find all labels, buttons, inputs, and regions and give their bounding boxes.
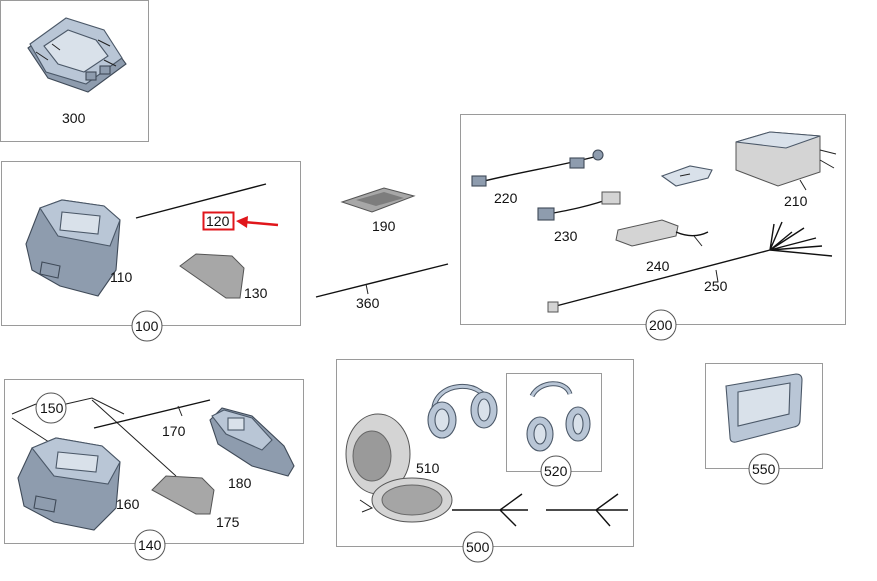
callout-lines-150: [11, 397, 177, 477]
leader-170: [177, 405, 183, 417]
label-175: 175: [216, 514, 240, 530]
highlight-box-120: [202, 211, 235, 231]
harness-250-illustration: [547, 221, 833, 313]
power-supply-240-illustration: [615, 219, 709, 247]
label-160: 160: [116, 496, 140, 512]
label-140: 140: [138, 537, 162, 553]
camera-160-illustration: [17, 437, 121, 531]
part-190[interactable]: 190: [340, 187, 416, 234]
cable-120: [135, 183, 267, 219]
camera-110-illustration: [25, 199, 121, 297]
case-illustration: [345, 413, 453, 523]
label-150: 150: [40, 400, 64, 416]
label-120: 120: [206, 213, 230, 229]
cable-170: [93, 399, 211, 429]
label-500: 500: [466, 539, 490, 555]
label-300: 300: [62, 110, 86, 126]
card-190-chip: [356, 192, 404, 206]
label-520: 520: [544, 463, 568, 479]
label-100: 100: [135, 318, 159, 334]
harness-500-illustration: [452, 493, 628, 527]
badge-550: [748, 453, 780, 485]
display-550-illustration: [725, 373, 803, 443]
label-230: 230: [554, 228, 578, 244]
red-arrow: [236, 216, 279, 228]
cable-360: [315, 263, 449, 298]
headphones-illustration: [427, 384, 498, 439]
group-200[interactable]: 210 220 230 240 250 200: [460, 114, 846, 341]
label-200: 200: [649, 317, 673, 333]
label-240: 240: [646, 258, 670, 274]
control-unit-illustration: [27, 17, 127, 93]
ear-cushions-illustration: [526, 381, 591, 452]
badge-500: [462, 531, 494, 563]
badge-520: [540, 455, 572, 487]
label-220: 220: [494, 190, 518, 206]
cable-230-illustration: [537, 191, 621, 221]
label-550: 550: [752, 461, 776, 477]
group-100[interactable]: 110 120 130 100: [1, 161, 301, 342]
badge-200: [645, 309, 677, 341]
group-300[interactable]: 300: [0, 0, 149, 142]
label-170: 170: [162, 423, 186, 439]
module-210-illustration: [735, 131, 837, 191]
badge-140: [134, 529, 166, 561]
label-180: 180: [228, 475, 252, 491]
cable-220-illustration: [471, 149, 604, 187]
group-550[interactable]: 550: [705, 363, 823, 485]
badge-150: [35, 392, 67, 424]
pad-130-illustration: [179, 253, 245, 299]
label-360: 360: [356, 295, 380, 311]
group-520[interactable]: 520: [506, 373, 602, 487]
label-210: 210: [784, 193, 808, 209]
label-250: 250: [704, 278, 728, 294]
part-360[interactable]: 360: [315, 263, 449, 311]
housing-180-illustration: [209, 407, 295, 477]
label-130: 130: [244, 285, 268, 301]
badge-100: [131, 310, 163, 342]
pad-175-illustration: [151, 475, 215, 515]
label-190: 190: [372, 218, 396, 234]
label-110: 110: [110, 269, 133, 285]
label-510: 510: [416, 460, 440, 476]
leader-250: [715, 269, 719, 283]
leader-360: [365, 283, 369, 295]
group-140[interactable]: 150 170 160 175 180 140: [4, 379, 304, 561]
key-fob-illustration: [660, 165, 713, 187]
